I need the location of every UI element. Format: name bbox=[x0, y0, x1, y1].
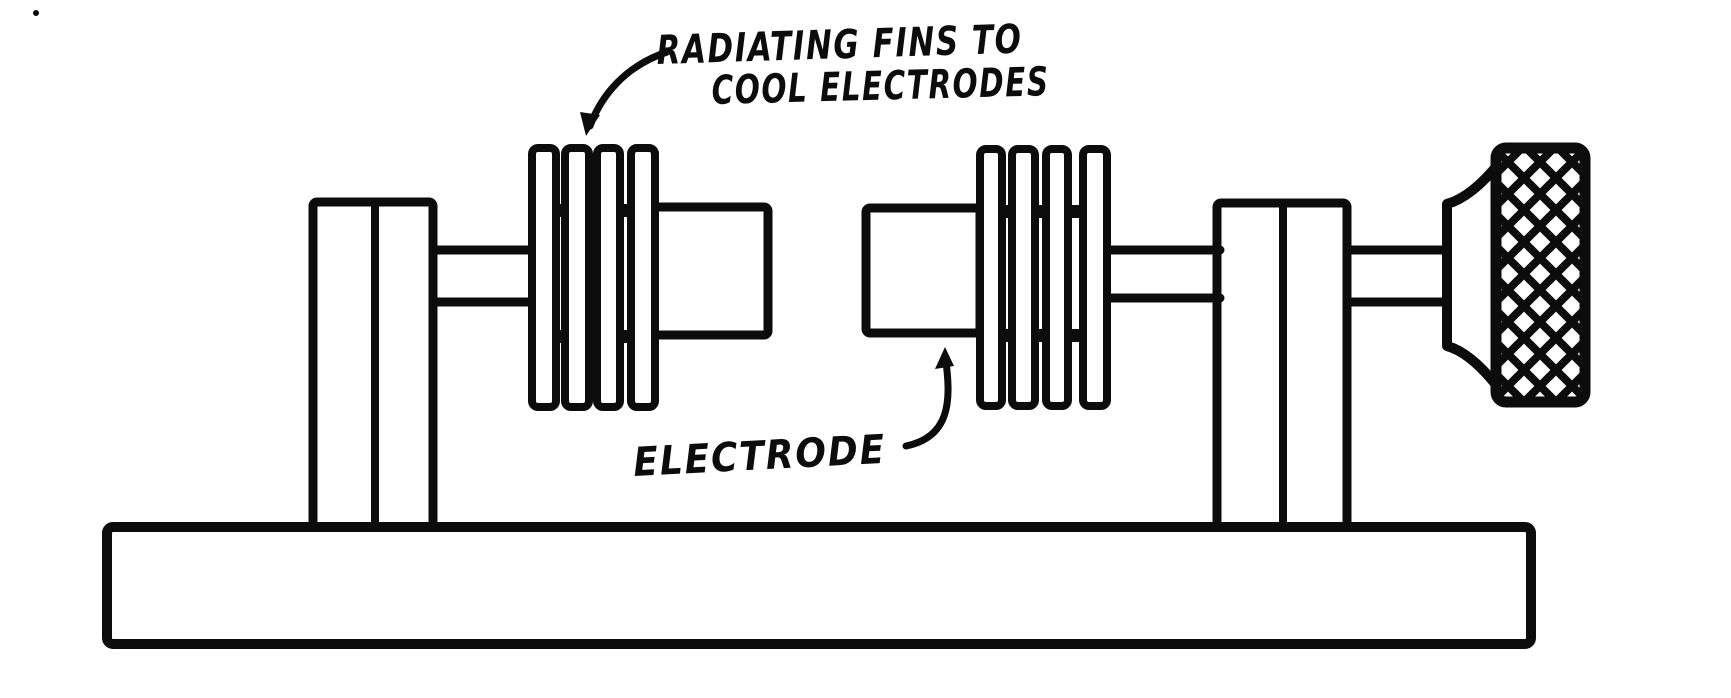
knurled-adjustment-knob bbox=[1442, 142, 1591, 408]
right-cooling-fins bbox=[976, 145, 1111, 410]
right-electrode bbox=[861, 203, 985, 338]
electrode-annotation: ELECTRODE bbox=[632, 347, 954, 486]
cooling-fin bbox=[593, 144, 624, 411]
fins-arrow bbox=[586, 48, 671, 130]
knob-knurled-grip bbox=[1490, 142, 1591, 408]
left-shaft bbox=[428, 245, 545, 307]
right-standard bbox=[1212, 198, 1352, 536]
electrode-arrowhead-icon bbox=[935, 347, 954, 369]
knob-shaft bbox=[1342, 245, 1449, 307]
left-standard bbox=[308, 197, 438, 536]
cooling-fin bbox=[627, 144, 659, 411]
base bbox=[102, 522, 1536, 649]
right-shaft bbox=[1095, 245, 1225, 303]
cooling-fin bbox=[1079, 145, 1111, 410]
cooling-fin bbox=[561, 144, 593, 411]
fins-label-line1: RADIATING FINS TO bbox=[656, 17, 1023, 74]
left-cooling-fins bbox=[528, 144, 659, 411]
fins-arrowhead-icon bbox=[580, 112, 600, 136]
cooling-fin bbox=[528, 144, 560, 411]
knob-flange bbox=[1442, 157, 1505, 395]
fins-annotation: RADIATING FINS TO COOL ELECTRODES bbox=[580, 17, 1050, 136]
cooling-fin bbox=[976, 145, 1006, 410]
electrode-label: ELECTRODE bbox=[632, 427, 887, 486]
ink-speck bbox=[33, 10, 39, 16]
left-electrode bbox=[647, 202, 773, 340]
electrode-arrow bbox=[902, 358, 952, 450]
fins-label-line2: COOL ELECTRODES bbox=[711, 59, 1050, 114]
cooling-fin bbox=[1008, 145, 1039, 410]
cooling-fin bbox=[1042, 145, 1072, 410]
